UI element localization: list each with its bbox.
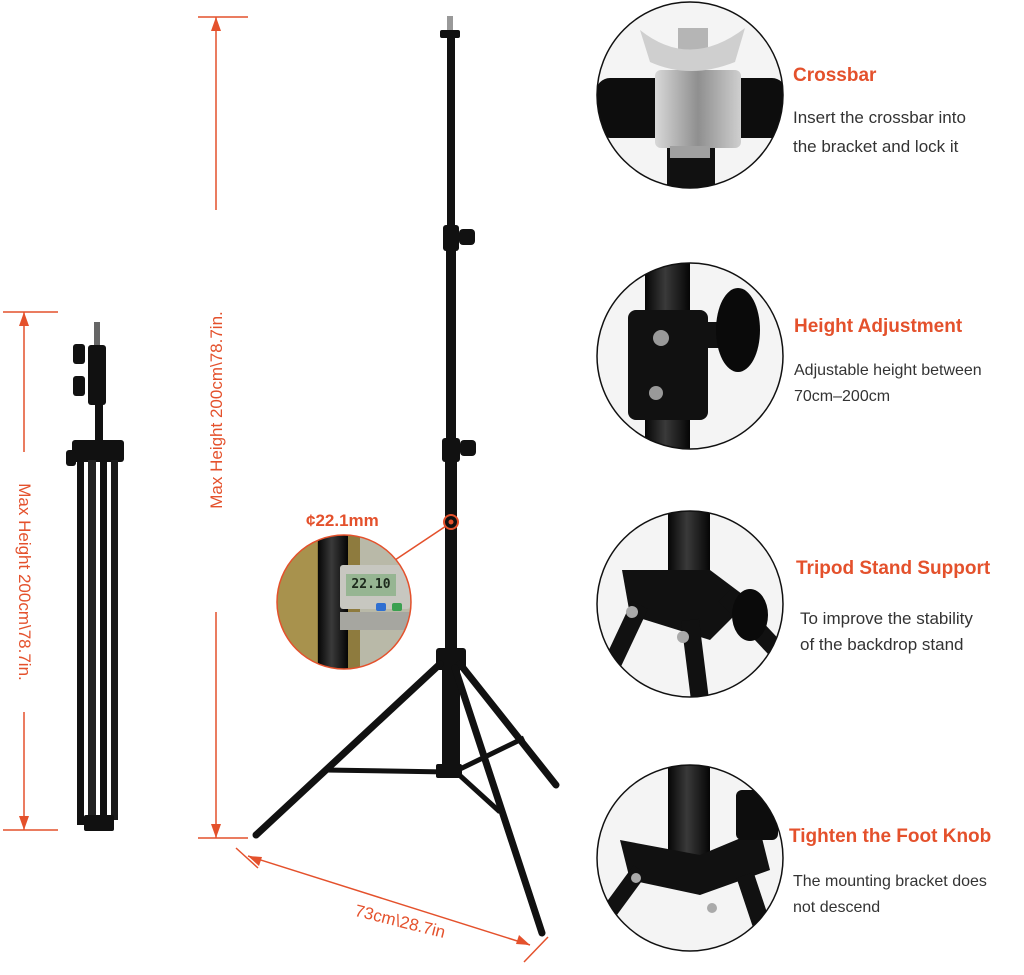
feature-title-height-adjustment: Height Adjustment <box>794 316 963 337</box>
feature-desc-foot-line1: The mounting bracket does <box>793 873 987 890</box>
feature-desc-height-line1: Adjustable height between <box>794 362 982 379</box>
feature-desc-tripod-line1: To improve the stability <box>800 609 973 628</box>
folded-height-label: Max Height 200cm\78.7in. <box>15 483 34 681</box>
tube-diameter-label: ¢22.1mm <box>306 511 379 530</box>
max-height-dimension <box>198 16 248 839</box>
caliper-photo <box>276 534 412 670</box>
tripod-joint-closeup <box>596 510 784 698</box>
main-stand <box>252 16 560 937</box>
leg-spread-dimension <box>235 847 549 963</box>
feature-desc-crossbar-line2: the bracket and lock it <box>793 137 959 156</box>
folded-stand <box>66 322 124 831</box>
feature-title-crossbar: Crossbar <box>793 65 877 86</box>
max-height-label: Max Height 200cm\78.7in. <box>207 311 226 509</box>
feature-desc-tripod-line2: of the backdrop stand <box>800 635 964 654</box>
folded-height-dimension <box>3 311 58 831</box>
crossbar-closeup <box>596 1 784 189</box>
height-knob-closeup <box>596 262 784 450</box>
feature-desc-crossbar-line1: Insert the crossbar into <box>793 108 966 127</box>
feature-title-foot-knob: Tighten the Foot Knob <box>789 826 992 847</box>
feature-desc-height-line2: 70cm–200cm <box>794 388 891 405</box>
foot-knob-closeup <box>596 764 784 952</box>
feature-desc-foot-line2: not descend <box>793 899 881 916</box>
caliper-reading: 22.10 <box>351 577 391 592</box>
feature-title-tripod-support: Tripod Stand Support <box>796 558 991 579</box>
